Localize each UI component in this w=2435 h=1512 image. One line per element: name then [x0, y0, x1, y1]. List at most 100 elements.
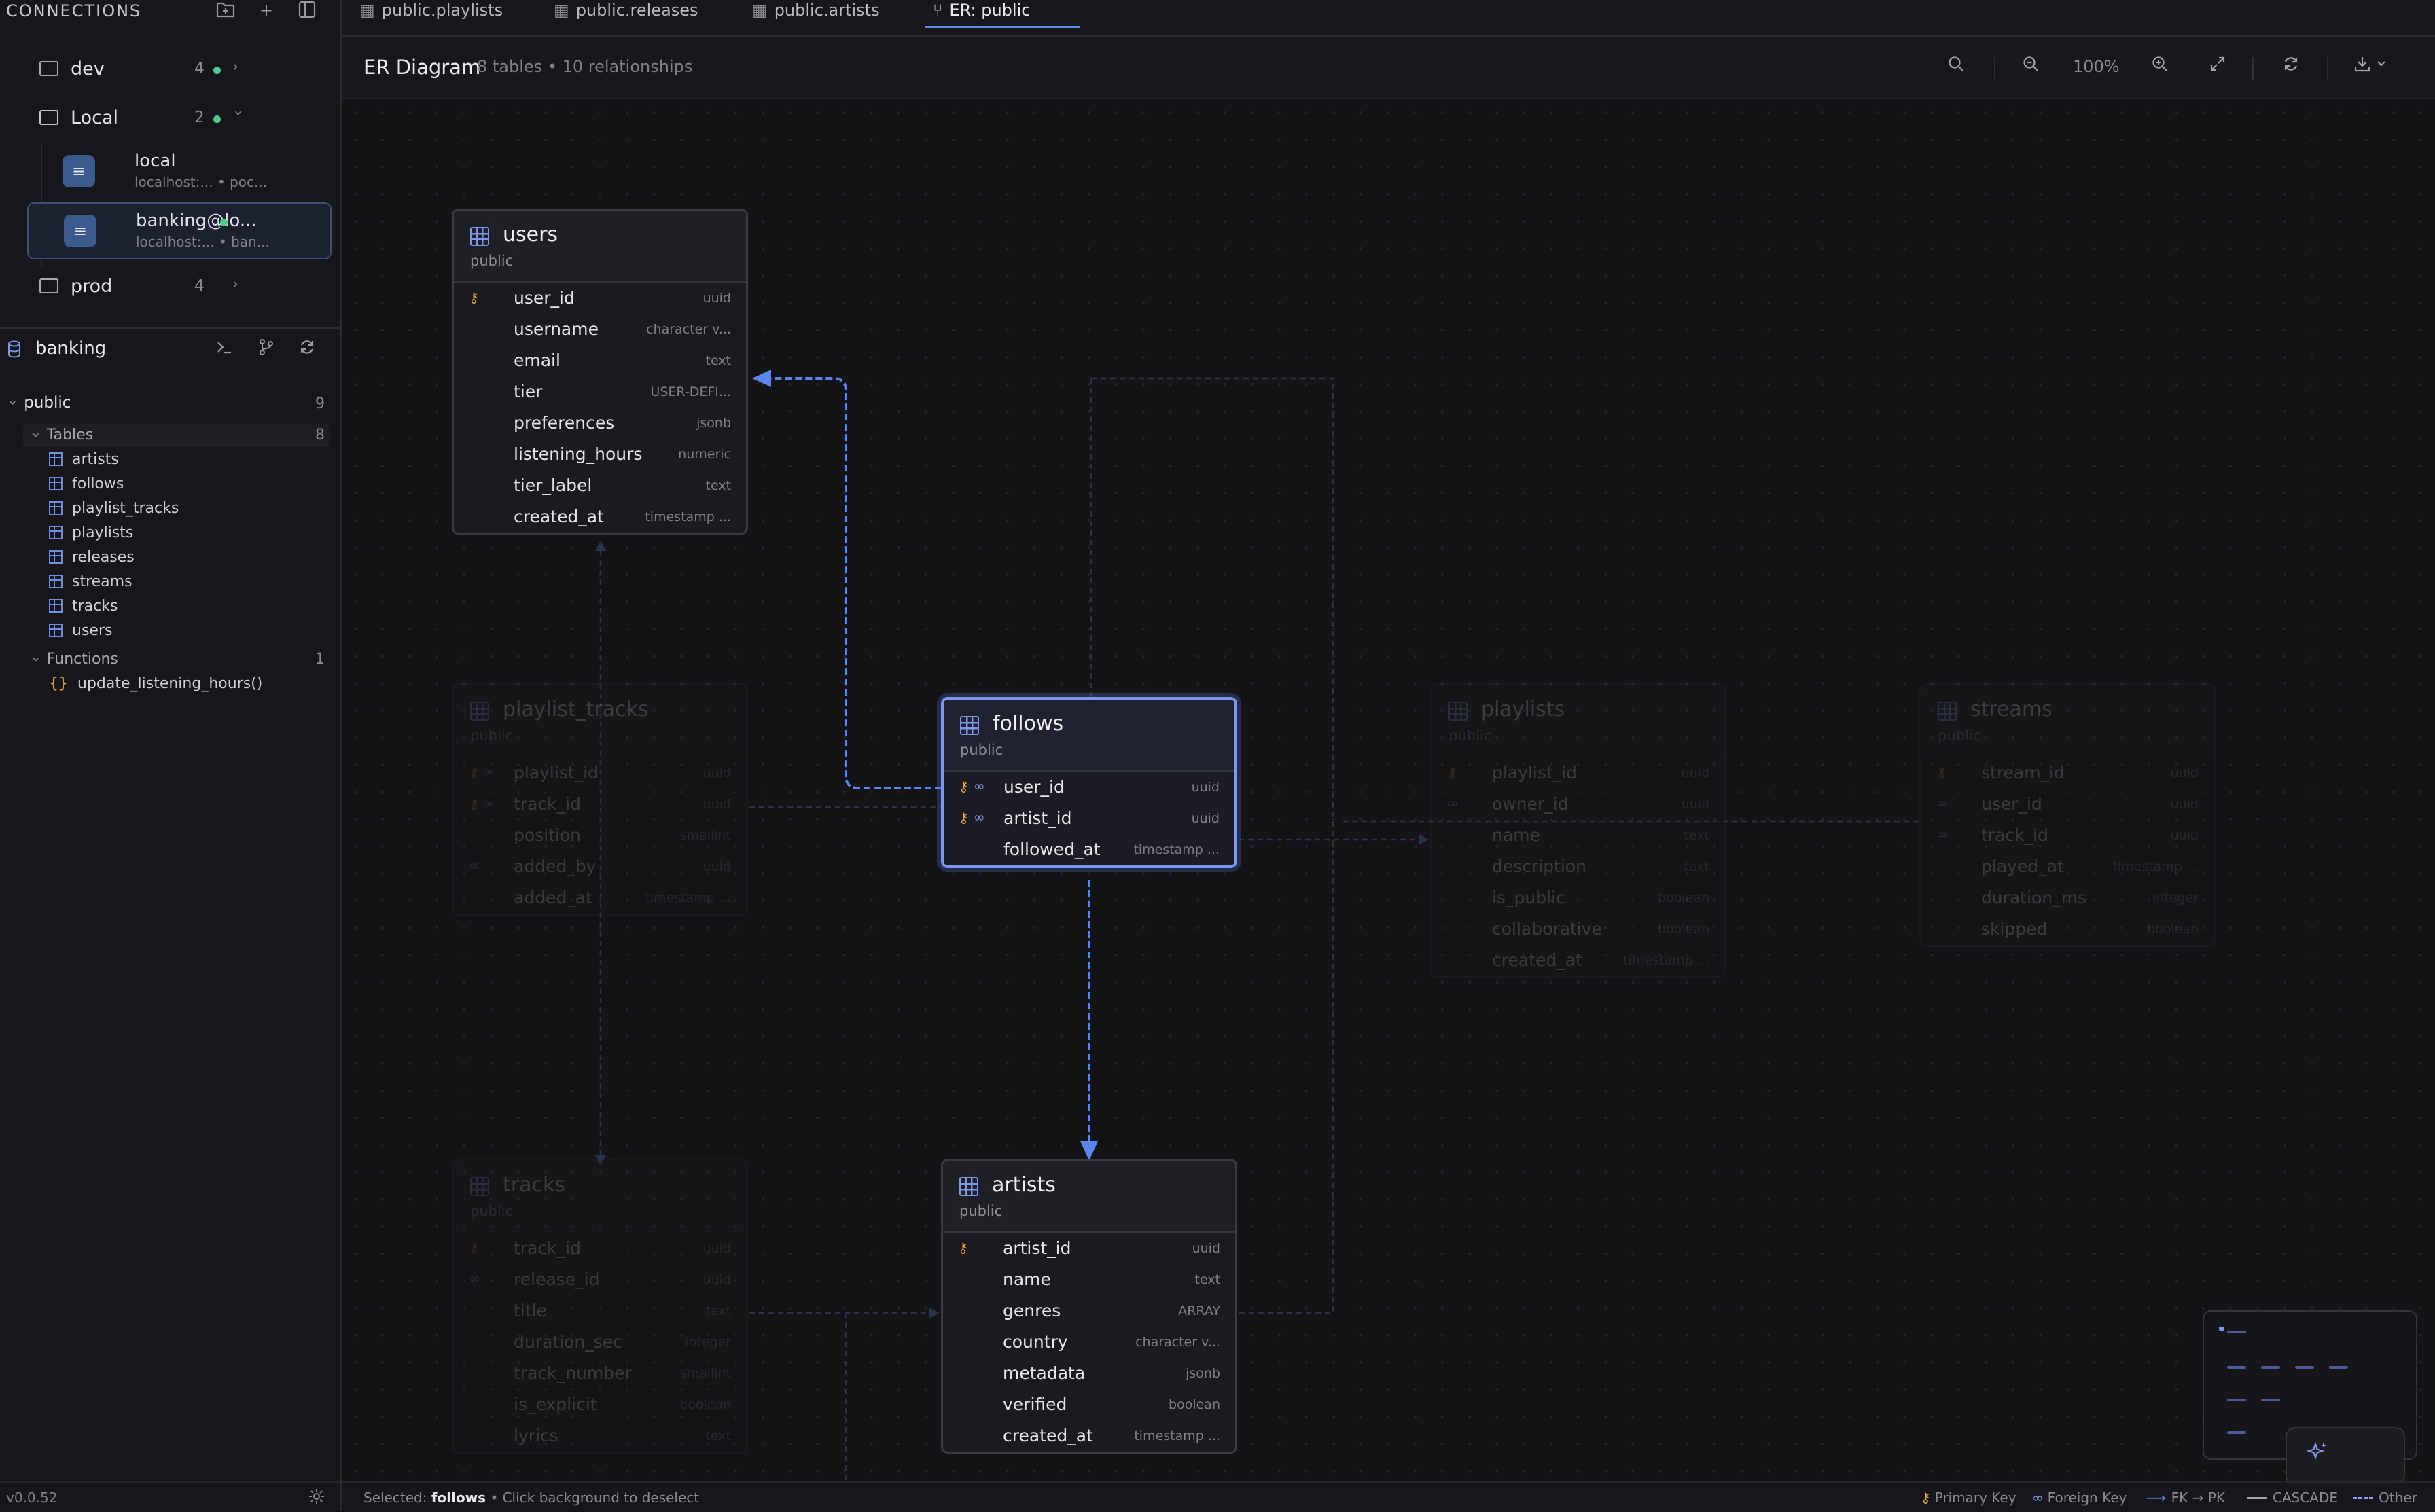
- sidebar-table-artists[interactable]: artists: [49, 451, 119, 468]
- zoom-out-icon[interactable]: [2014, 50, 2047, 83]
- chevron-right-icon[interactable]: ›: [232, 58, 238, 75]
- sidebar-table-users[interactable]: users: [49, 622, 112, 639]
- column-row[interactable]: ⚷∞artist_iduuid: [944, 803, 1234, 834]
- column-row[interactable]: titletext: [454, 1295, 746, 1327]
- column-row[interactable]: is_explicitboolean: [454, 1389, 746, 1420]
- column-row[interactable]: listening_hoursnumeric: [454, 439, 746, 470]
- table-icon: [49, 452, 63, 466]
- column-row[interactable]: track_numbersmallint: [454, 1358, 746, 1389]
- table-card-streams[interactable]: streams public ⚷stream_iduuid ∞user_iduu…: [1919, 683, 2216, 947]
- column-row[interactable]: ⚷user_iduuid: [454, 283, 746, 314]
- column-row[interactable]: created_attimestamp ...: [943, 1420, 1235, 1452]
- column-row[interactable]: countrycharacter v...: [943, 1327, 1235, 1358]
- table-card-users[interactable]: users public ⚷user_iduuid usernamecharac…: [452, 209, 748, 535]
- column-row[interactable]: created_attimestamp ...: [454, 501, 746, 533]
- settings-gear-icon[interactable]: [307, 1487, 326, 1509]
- er-canvas[interactable]: users public ⚷user_iduuid usernamecharac…: [342, 99, 2435, 1481]
- sidebar-table-releases[interactable]: releases: [49, 549, 135, 566]
- functions-group[interactable]: ›Functions: [33, 651, 118, 668]
- table-card-tracks[interactable]: tracks public ⚷track_iduuid ∞release_idu…: [452, 1159, 748, 1454]
- version-label: v0.0.52: [6, 1490, 57, 1506]
- column-row[interactable]: emailtext: [454, 345, 746, 376]
- database-item-banking[interactable]: ≡ banking@lo... localhost:... • ban...: [27, 202, 332, 259]
- refresh-layout-icon[interactable]: [2275, 50, 2307, 83]
- column-row[interactable]: preferencesjsonb: [454, 408, 746, 439]
- table-icon: [49, 526, 63, 539]
- connection-folder-local[interactable]: Local 2 ›: [22, 99, 321, 140]
- tab-er-public[interactable]: ⑂ER: public: [933, 0, 1030, 35]
- column-row[interactable]: ∞owner_iduuid: [1432, 789, 1724, 820]
- column-row[interactable]: tier_labeltext: [454, 470, 746, 501]
- column-row[interactable]: created_attimestamp ...: [1432, 945, 1724, 976]
- tab-public-artists[interactable]: ▦public.artists: [752, 0, 880, 35]
- column-row[interactable]: lyricstext: [454, 1420, 746, 1452]
- tables-group[interactable]: ›Tables: [33, 427, 93, 444]
- refresh-icon[interactable]: [296, 338, 318, 359]
- add-connection-icon[interactable]: +: [255, 0, 277, 20]
- column-row[interactable]: duration_secinteger: [454, 1327, 746, 1358]
- sidebar-table-playlist-tracks[interactable]: playlist_tracks: [49, 500, 179, 517]
- column-row[interactable]: usernamecharacter v...: [454, 314, 746, 345]
- column-row[interactable]: ⚷∞user_iduuid: [944, 772, 1234, 803]
- column-row[interactable]: nametext: [1432, 820, 1724, 851]
- column-row[interactable]: tierUSER-DEFI...: [454, 376, 746, 408]
- export-download-icon[interactable]: [2350, 50, 2398, 83]
- sidebar-function-update-listening-hours[interactable]: {}update_listening_hours(): [49, 675, 262, 692]
- column-row[interactable]: metadatajsonb: [943, 1358, 1235, 1389]
- column-row[interactable]: descriptiontext: [1432, 851, 1724, 882]
- column-row[interactable]: followed_attimestamp ...: [944, 834, 1234, 865]
- column-row[interactable]: collaborativeboolean: [1432, 914, 1724, 945]
- sidebar-table-tracks[interactable]: tracks: [49, 598, 118, 615]
- column-type: text: [706, 353, 732, 368]
- collapse-sidebar-icon[interactable]: [296, 0, 318, 20]
- schema-public[interactable]: ›public: [10, 394, 71, 412]
- git-branch-icon[interactable]: [255, 338, 277, 359]
- column-row[interactable]: ∞user_iduuid: [1921, 789, 2214, 820]
- column-row[interactable]: ∞added_byuuid: [454, 851, 746, 882]
- column-name: preferences: [514, 413, 614, 433]
- table-card-playlist-tracks[interactable]: playlist_tracks public ⚷∞playlist_iduuid…: [452, 683, 748, 916]
- column-row[interactable]: is_publicboolean: [1432, 882, 1724, 914]
- column-row[interactable]: ∞release_iduuid: [454, 1264, 746, 1295]
- column-row[interactable]: duration_msinteger: [1921, 882, 2214, 914]
- fit-view-icon[interactable]: [2201, 50, 2234, 83]
- key-icon: ⚷: [1921, 1490, 1931, 1506]
- column-name: played_at: [1981, 857, 2064, 876]
- link-icon: ∞: [1447, 795, 1459, 811]
- tab-public-playlists[interactable]: ▦public.playlists: [359, 0, 503, 35]
- table-card-follows[interactable]: follows public ⚷∞user_iduuid ⚷∞artist_id…: [941, 697, 1237, 868]
- column-row[interactable]: added_attimestamp ...: [454, 882, 746, 914]
- column-row[interactable]: ⚷stream_iduuid: [1921, 757, 2214, 789]
- column-row[interactable]: ⚷playlist_iduuid: [1432, 757, 1724, 789]
- tab-public-releases[interactable]: ▦public.releases: [554, 0, 698, 35]
- column-row[interactable]: positionsmallint: [454, 820, 746, 851]
- terminal-icon[interactable]: [213, 338, 235, 359]
- column-row[interactable]: ⚷artist_iduuid: [943, 1233, 1235, 1264]
- database-item-local[interactable]: ≡ local localhost:... • poc...: [27, 143, 332, 200]
- sidebar-table-playlists[interactable]: playlists: [49, 524, 133, 541]
- column-row[interactable]: ∞track_iduuid: [1921, 820, 2214, 851]
- column-row[interactable]: verifiedboolean: [943, 1389, 1235, 1420]
- search-icon[interactable]: [1940, 50, 1972, 83]
- sidebar-table-streams[interactable]: streams: [49, 573, 132, 590]
- zoom-in-icon[interactable]: [2144, 50, 2176, 83]
- status-bar: Selected: follows • Click background to …: [342, 1481, 2435, 1511]
- column-row[interactable]: ⚷∞track_iduuid: [454, 789, 746, 820]
- column-name: description: [1492, 857, 1586, 876]
- chevron-right-icon[interactable]: ›: [232, 276, 238, 293]
- link-icon: ∞: [484, 795, 495, 811]
- table-card-artists[interactable]: artists public ⚷artist_iduuid nametext g…: [941, 1159, 1237, 1454]
- column-row[interactable]: ⚷∞playlist_iduuid: [454, 757, 746, 789]
- ai-assistant-button[interactable]: [2286, 1427, 2405, 1481]
- sidebar-table-follows[interactable]: follows: [49, 475, 124, 492]
- column-row[interactable]: skippedboolean: [1921, 914, 2214, 945]
- table-card-playlists[interactable]: playlists public ⚷playlist_iduuid ∞owner…: [1430, 683, 1726, 978]
- chevron-down-icon[interactable]: ›: [230, 110, 247, 116]
- column-row[interactable]: genresARRAY: [943, 1295, 1235, 1327]
- new-folder-icon[interactable]: [215, 0, 236, 20]
- column-row[interactable]: ⚷track_iduuid: [454, 1233, 746, 1264]
- column-row[interactable]: nametext: [943, 1264, 1235, 1295]
- column-row[interactable]: played_attimestamp ...: [1921, 851, 2214, 882]
- connection-folder-dev[interactable]: dev 4 ›: [22, 50, 321, 91]
- connection-folder-prod[interactable]: prod 4 ›: [22, 268, 321, 308]
